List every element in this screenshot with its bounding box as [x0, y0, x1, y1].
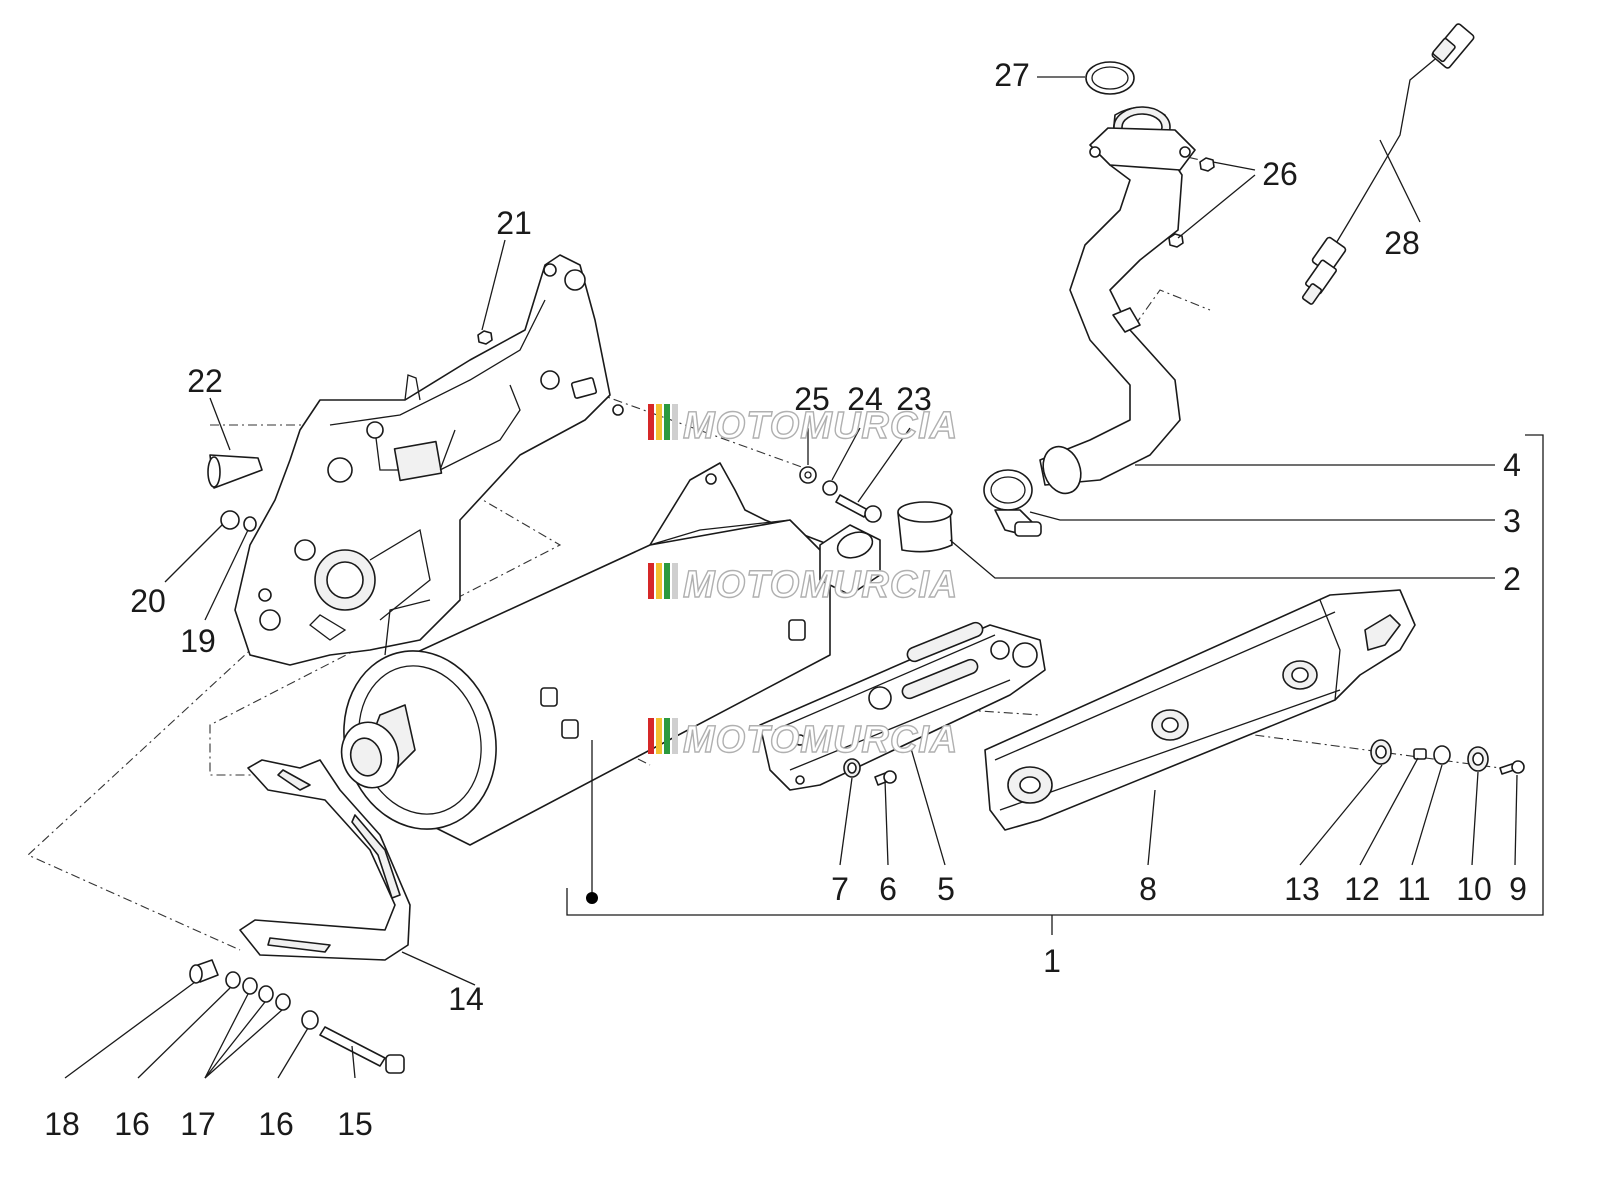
callout-26: 26 — [1262, 156, 1298, 192]
callout-20: 20 — [130, 583, 166, 619]
callout-labels: 1 2 3 4 5 6 7 8 9 10 11 12 13 14 15 16 1… — [44, 57, 1527, 1142]
watermark-stripe — [672, 404, 678, 440]
swing-arm-bracket — [234, 254, 624, 666]
lambda-sensor — [1301, 23, 1475, 305]
callout-28: 28 — [1384, 225, 1420, 261]
callout-24: 24 — [847, 381, 883, 417]
hardware-bracket-5 — [843, 758, 897, 786]
watermark-stripes — [648, 404, 678, 754]
callout-19: 19 — [180, 623, 216, 659]
hardware-bracket-left — [207, 330, 493, 532]
watermark-stripe — [656, 404, 662, 440]
muffler — [340, 462, 881, 846]
callout-22: 22 — [187, 363, 223, 399]
callout-23: 23 — [896, 381, 932, 417]
callout-15: 15 — [337, 1106, 373, 1142]
callout-1: 1 — [1043, 943, 1061, 979]
watermark-text: MOTOMURCIA — [683, 564, 958, 606]
callout-18: 18 — [44, 1106, 80, 1142]
watermark-stripe — [672, 563, 678, 599]
watermark-stripe — [664, 563, 670, 599]
callout-3: 3 — [1503, 503, 1521, 539]
watermark-stripe — [664, 718, 670, 754]
muffler-bracket — [759, 621, 1046, 791]
watermark-stripe — [664, 404, 670, 440]
callout-13: 13 — [1284, 871, 1320, 907]
watermark: MOTOMURCIA MOTOMURCIA MOTOMURCIA — [648, 404, 958, 762]
exhaust-pipe — [1039, 106, 1196, 495]
callout-5: 5 — [937, 871, 955, 907]
callout-12: 12 — [1344, 871, 1380, 907]
callout-2: 2 — [1503, 561, 1521, 597]
flange-nuts — [1168, 157, 1215, 248]
watermark-stripe — [656, 563, 662, 599]
callout-11: 11 — [1397, 871, 1430, 907]
watermark-text: MOTOMURCIA — [683, 405, 958, 447]
pipe-sleeve — [897, 501, 953, 553]
callout-leaders — [64, 76, 1544, 1079]
callout-25: 25 — [794, 381, 830, 417]
watermark-text: MOTOMURCIA — [683, 719, 958, 761]
watermark-stripe — [648, 718, 654, 754]
bolt-set-upper — [799, 466, 882, 523]
heat-shield — [984, 589, 1416, 831]
watermark-stripe — [648, 404, 654, 440]
watermark-stripe — [656, 718, 662, 754]
watermark-stripe — [648, 563, 654, 599]
callout-6: 6 — [879, 871, 897, 907]
callout-14: 14 — [448, 981, 484, 1017]
callout-7: 7 — [831, 871, 849, 907]
callout-8: 8 — [1139, 871, 1157, 907]
callout-21: 21 — [496, 205, 532, 241]
callout-9: 9 — [1509, 871, 1527, 907]
callout-4: 4 — [1503, 447, 1521, 483]
callout-16-right: 16 — [258, 1106, 294, 1142]
callout-16-left: 16 — [114, 1106, 150, 1142]
muffler-strap — [239, 759, 411, 961]
callout-17: 17 — [180, 1106, 216, 1142]
pipe-clamp — [983, 469, 1042, 537]
callout-10: 10 — [1456, 871, 1492, 907]
hardware-right — [1370, 739, 1525, 775]
watermark-stripe — [672, 718, 678, 754]
gasket-ring — [1085, 61, 1135, 95]
callout-27: 27 — [994, 57, 1030, 93]
